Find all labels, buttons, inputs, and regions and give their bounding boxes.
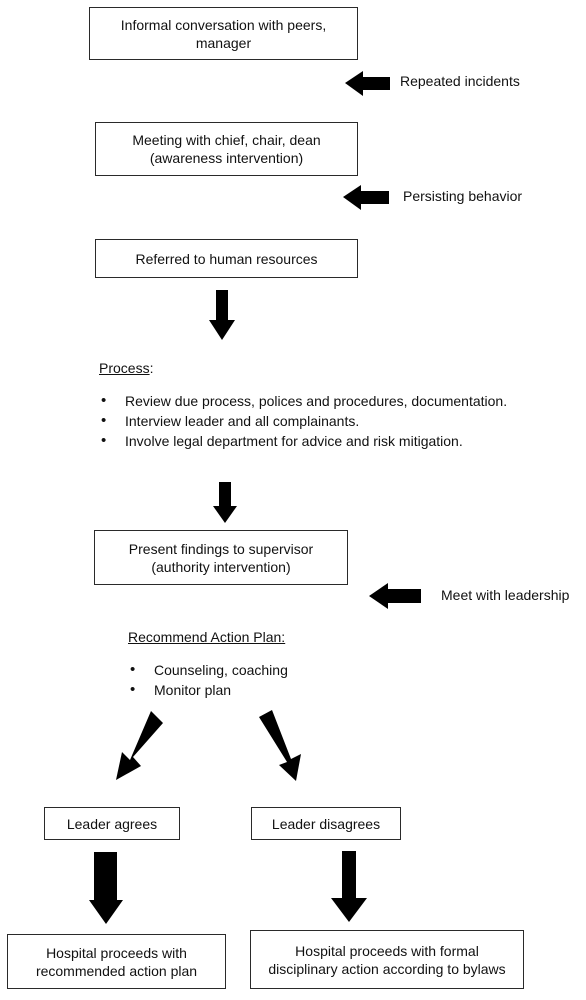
down-arrow-icon bbox=[209, 290, 235, 340]
left-arrow-icon bbox=[369, 583, 421, 609]
leader-disagrees-label: Leader disagrees bbox=[271, 815, 381, 832]
meet-leadership-label: Meet with leadership bbox=[441, 587, 570, 603]
informal-conversation-box: Informal conversation with peers, manage… bbox=[89, 7, 358, 60]
list-item: Review due process, polices and procedur… bbox=[99, 391, 507, 411]
proceed-action-plan-line1: Hospital proceeds with bbox=[46, 944, 187, 961]
present-findings-line1: Present findings to supervisor bbox=[128, 540, 314, 557]
present-findings-line2: (authority intervention) bbox=[151, 558, 291, 575]
leader-disagrees-box: Leader disagrees bbox=[251, 807, 401, 840]
referred-hr-box: Referred to human resources bbox=[95, 239, 358, 278]
meeting-chief-box: Meeting with chief, chair, dean (awarene… bbox=[95, 122, 358, 176]
informal-conversation-line2: manager bbox=[195, 34, 252, 51]
meeting-chief-line2: (awareness intervention) bbox=[149, 150, 304, 166]
left-arrow-icon bbox=[345, 71, 390, 96]
down-arrow-icon bbox=[331, 851, 367, 922]
diagonal-down-right-arrow-icon bbox=[259, 710, 301, 781]
action-plan-heading: Recommend Action Plan: bbox=[128, 629, 286, 645]
referred-hr-label: Referred to human resources bbox=[135, 250, 318, 267]
proceed-action-plan-line2: recommended action plan bbox=[35, 962, 198, 979]
process-heading-text: Process bbox=[99, 360, 150, 376]
list-item: Counseling, coaching bbox=[128, 660, 288, 680]
process-heading: Process: bbox=[99, 359, 153, 377]
informal-conversation-line1: Informal conversation with peers, bbox=[120, 16, 327, 33]
present-findings-box: Present findings to supervisor (authorit… bbox=[94, 530, 348, 585]
down-arrow-icon bbox=[213, 482, 237, 523]
list-item: Involve legal department for advice and … bbox=[99, 431, 507, 451]
proceed-disciplinary-line2: disciplinary action according to bylaws bbox=[268, 960, 506, 977]
left-arrow-icon bbox=[343, 185, 389, 210]
down-arrow-icon bbox=[89, 852, 123, 924]
leader-agrees-box: Leader agrees bbox=[44, 807, 180, 840]
proceed-disciplinary-line1: Hospital proceeds with formal bbox=[295, 942, 479, 959]
process-list: Review due process, polices and procedur… bbox=[99, 391, 507, 451]
repeated-incidents-label: Repeated incidents bbox=[400, 73, 520, 89]
leader-agrees-label: Leader agrees bbox=[66, 815, 158, 832]
list-item: Interview leader and all complainants. bbox=[99, 411, 507, 431]
list-item: Monitor plan bbox=[128, 680, 288, 700]
proceed-action-plan-box: Hospital proceeds with recommended actio… bbox=[7, 934, 226, 989]
process-heading-colon: : bbox=[149, 360, 154, 376]
action-plan-list: Counseling, coaching Monitor plan bbox=[128, 660, 288, 700]
proceed-disciplinary-box: Hospital proceeds with formal disciplina… bbox=[250, 930, 524, 989]
diagonal-down-left-arrow-icon bbox=[116, 711, 163, 780]
meeting-chief-line1: Meeting with chief, chair, dean bbox=[132, 132, 321, 148]
persisting-behavior-label: Persisting behavior bbox=[403, 188, 523, 204]
